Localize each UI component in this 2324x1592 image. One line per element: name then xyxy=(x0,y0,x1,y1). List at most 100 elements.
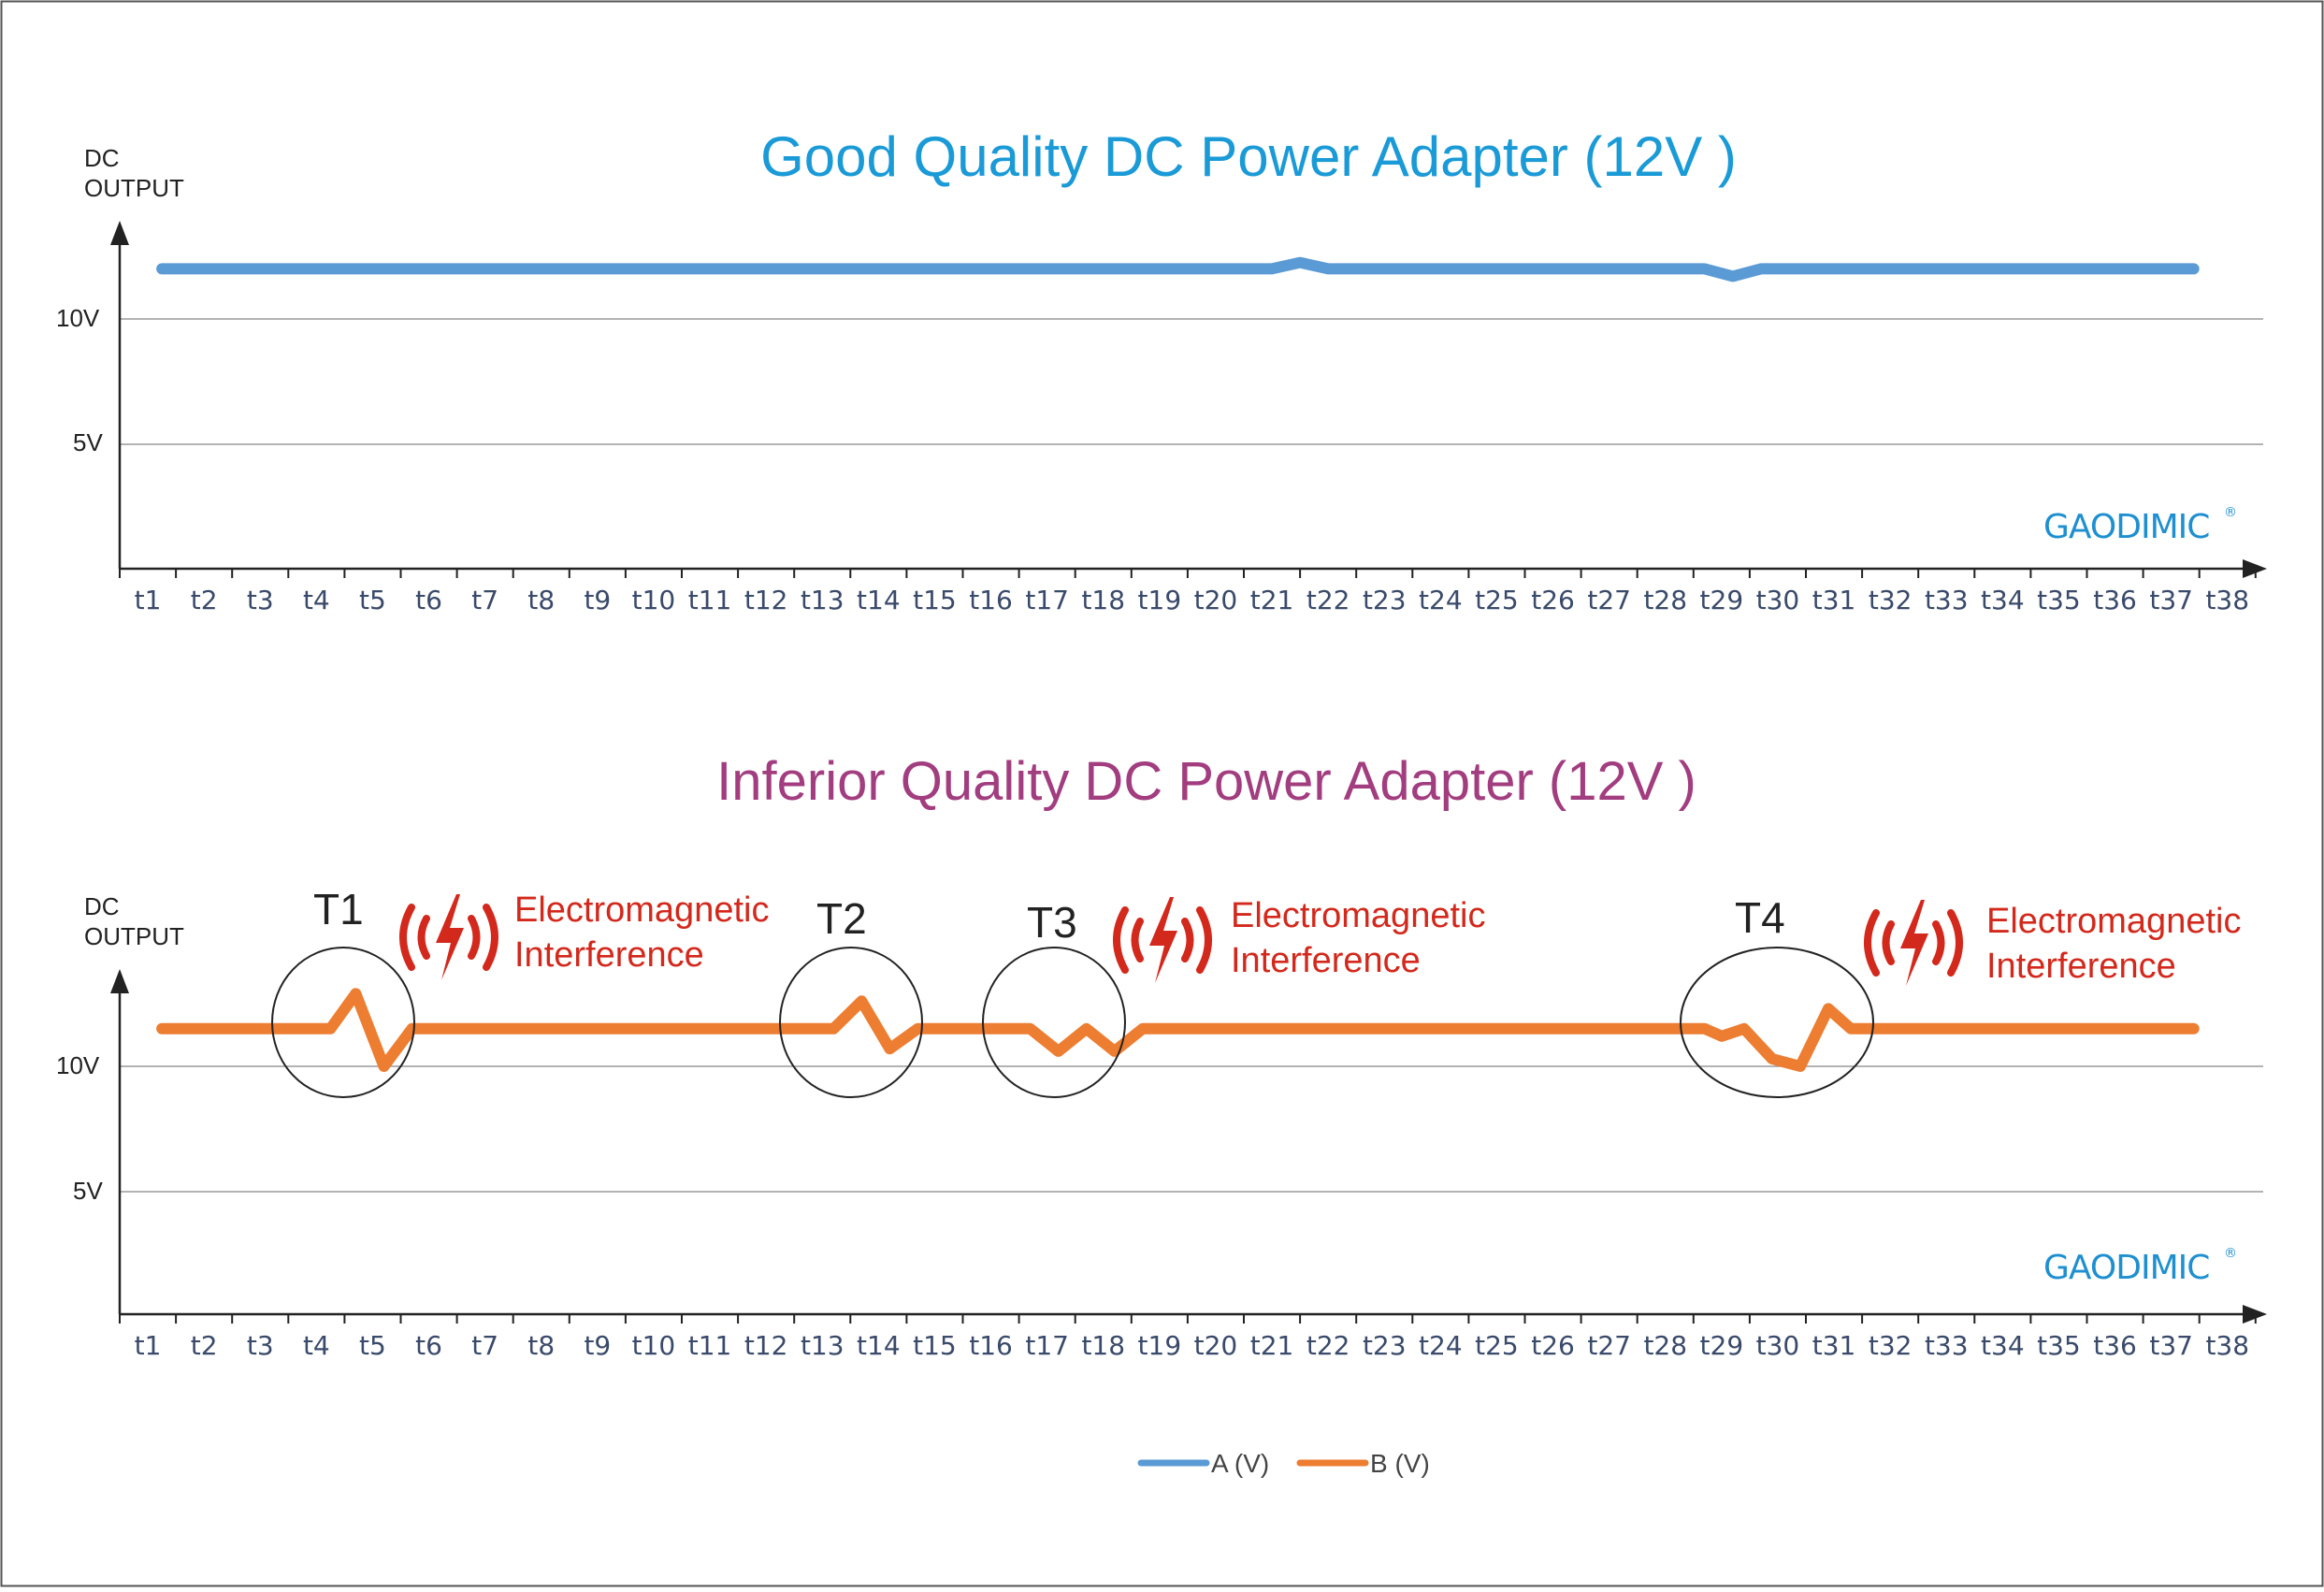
x-tick-label: t34 xyxy=(1981,585,2025,615)
x-tick-label: t21 xyxy=(1250,585,1294,615)
interference-label-line2: Interference xyxy=(1986,947,2176,986)
interference-label-line1: Electromagnetic xyxy=(1231,896,1485,935)
x-tick-label: t35 xyxy=(2037,585,2081,615)
y-axis-label-output: OUTPUT xyxy=(84,174,184,202)
x-tick-label: t12 xyxy=(744,1330,788,1361)
x-tick-label: t38 xyxy=(2205,1330,2249,1361)
chart-title-good: Good Quality DC Power Adapter (12V ) xyxy=(760,125,1737,188)
x-tick-label: t38 xyxy=(2205,585,2249,615)
y-tick-5v: 5V xyxy=(73,1177,103,1205)
legend-label-b: B (V) xyxy=(1370,1449,1430,1478)
x-tick-label: t10 xyxy=(632,585,676,615)
x-tick-label: t15 xyxy=(913,585,957,615)
x-tick-label: t6 xyxy=(415,1330,442,1361)
x-tick-label: t11 xyxy=(688,1330,732,1361)
x-tick-label: t28 xyxy=(1643,585,1687,615)
brand-logo: GAODIMIC ® xyxy=(2043,1246,2237,1287)
x-tick-label: t30 xyxy=(1756,585,1800,615)
x-tick-label: t37 xyxy=(2149,585,2193,615)
y-tick-5v: 5V xyxy=(73,428,103,456)
x-tick-label: t7 xyxy=(471,1330,498,1361)
x-tick-label: t6 xyxy=(415,585,442,615)
interference-label-line2: Interference xyxy=(514,935,704,975)
x-tick-label: t20 xyxy=(1194,1330,1238,1361)
svg-text:®: ® xyxy=(2224,1246,2236,1261)
x-tick-label: t27 xyxy=(1587,585,1631,615)
interference-icon xyxy=(1113,897,1212,983)
x-tick-label: t12 xyxy=(744,585,788,615)
x-tick-label: t16 xyxy=(969,1330,1013,1361)
x-tick-marks xyxy=(119,569,2257,578)
interference-label-line1: Electromagnetic xyxy=(1986,902,2241,941)
x-tick-label: t4 xyxy=(303,1330,330,1361)
x-tick-label: t10 xyxy=(632,1330,676,1361)
x-tick-label: t5 xyxy=(359,1330,386,1361)
x-tick-label: t15 xyxy=(913,1330,957,1361)
x-tick-label: t18 xyxy=(1081,1330,1125,1361)
y-axis-arrow xyxy=(110,969,129,993)
highlight-circle-t2 xyxy=(779,947,923,1098)
chart-title-inferior: Inferior Quality DC Power Adapter (12V ) xyxy=(716,751,1696,812)
interference-label-line2: Interference xyxy=(1231,941,1421,980)
x-tick-label: t29 xyxy=(1700,585,1744,615)
good-quality-chart: Good Quality DC Power Adapter (12V ) DC … xyxy=(56,125,2267,615)
x-tick-label: t32 xyxy=(1869,585,1913,615)
x-tick-label: t8 xyxy=(527,585,555,615)
x-tick-label: t21 xyxy=(1250,1330,1294,1361)
x-tick-label: t36 xyxy=(2093,585,2137,615)
x-tick-label: t4 xyxy=(303,585,330,615)
x-tick-label: t20 xyxy=(1194,585,1238,615)
x-tick-label: t17 xyxy=(1025,585,1069,615)
x-tick-label: t27 xyxy=(1587,1330,1631,1361)
x-tick-label: t31 xyxy=(1812,1330,1856,1361)
x-tick-label: t11 xyxy=(688,585,732,615)
x-tick-label: t32 xyxy=(1869,1330,1913,1361)
legend-label-a: A (V) xyxy=(1211,1449,1269,1478)
annotation-t4: T4 xyxy=(1735,893,1785,942)
x-tick-label: t25 xyxy=(1475,1330,1519,1361)
annotation-t1: T1 xyxy=(313,885,364,933)
x-tick-label: t24 xyxy=(1419,1330,1463,1361)
x-tick-label: t33 xyxy=(1925,1330,1969,1361)
annotation-t3: T3 xyxy=(1027,898,1077,947)
x-tick-label: t3 xyxy=(247,585,274,615)
interference-icon xyxy=(1864,900,1963,986)
x-tick-label: t25 xyxy=(1475,585,1519,615)
interference-icon xyxy=(399,894,498,980)
x-tick-label: t34 xyxy=(1981,1330,2025,1361)
x-tick-label: t33 xyxy=(1925,585,1969,615)
x-tick-label: t2 xyxy=(191,585,218,615)
highlight-circle-t1 xyxy=(271,947,415,1098)
x-tick-label: t7 xyxy=(471,585,498,615)
y-axis-label-dc: DC xyxy=(84,144,120,172)
x-tick-label: t8 xyxy=(527,1330,555,1361)
x-tick-label: t26 xyxy=(1531,1330,1575,1361)
svg-text:®: ® xyxy=(2224,505,2236,520)
y-axis-label-dc: DC xyxy=(84,892,120,920)
x-tick-label: t29 xyxy=(1700,1330,1744,1361)
svg-text:GAODIMIC: GAODIMIC xyxy=(2043,1249,2209,1287)
series-b-layer xyxy=(156,988,2200,1072)
x-tick-label: t2 xyxy=(191,1330,218,1361)
highlight-circle-t4 xyxy=(1680,947,1874,1098)
x-tick-label: t13 xyxy=(801,585,844,615)
x-tick-label: t26 xyxy=(1531,585,1575,615)
series-line xyxy=(156,988,2200,1072)
x-tick-label: t23 xyxy=(1363,1330,1407,1361)
series-a-layer xyxy=(156,256,2200,282)
gridlines xyxy=(120,1065,2263,1193)
series-line xyxy=(156,256,2200,282)
x-tick-label: t3 xyxy=(247,1330,274,1361)
x-tick-label: t5 xyxy=(359,585,386,615)
x-tick-label: t22 xyxy=(1306,585,1350,615)
x-tick-label: t22 xyxy=(1306,1330,1350,1361)
x-tick-label: t18 xyxy=(1081,585,1125,615)
x-tick-label: t31 xyxy=(1812,585,1856,615)
annotation-t2: T2 xyxy=(816,894,867,943)
legend: A (V) B (V) xyxy=(1137,1449,1430,1478)
x-tick-label: t24 xyxy=(1419,585,1463,615)
inferior-quality-chart: Inferior Quality DC Power Adapter (12V )… xyxy=(56,751,2267,1361)
x-tick-label: t23 xyxy=(1363,585,1407,615)
